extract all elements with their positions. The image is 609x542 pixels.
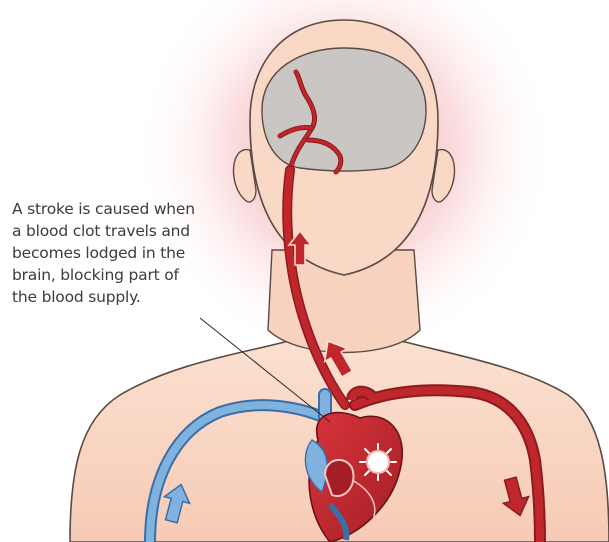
caption-line: the blood supply.	[12, 286, 252, 308]
clot-burst-icon	[360, 444, 396, 480]
caption: A stroke is caused when a blood clot tra…	[12, 198, 252, 308]
brain	[262, 48, 426, 171]
caption-line: brain, blocking part of	[12, 264, 252, 286]
caption-line: becomes lodged in the	[12, 242, 252, 264]
caption-line: a blood clot travels and	[12, 220, 252, 242]
caption-line: A stroke is caused when	[12, 198, 252, 220]
